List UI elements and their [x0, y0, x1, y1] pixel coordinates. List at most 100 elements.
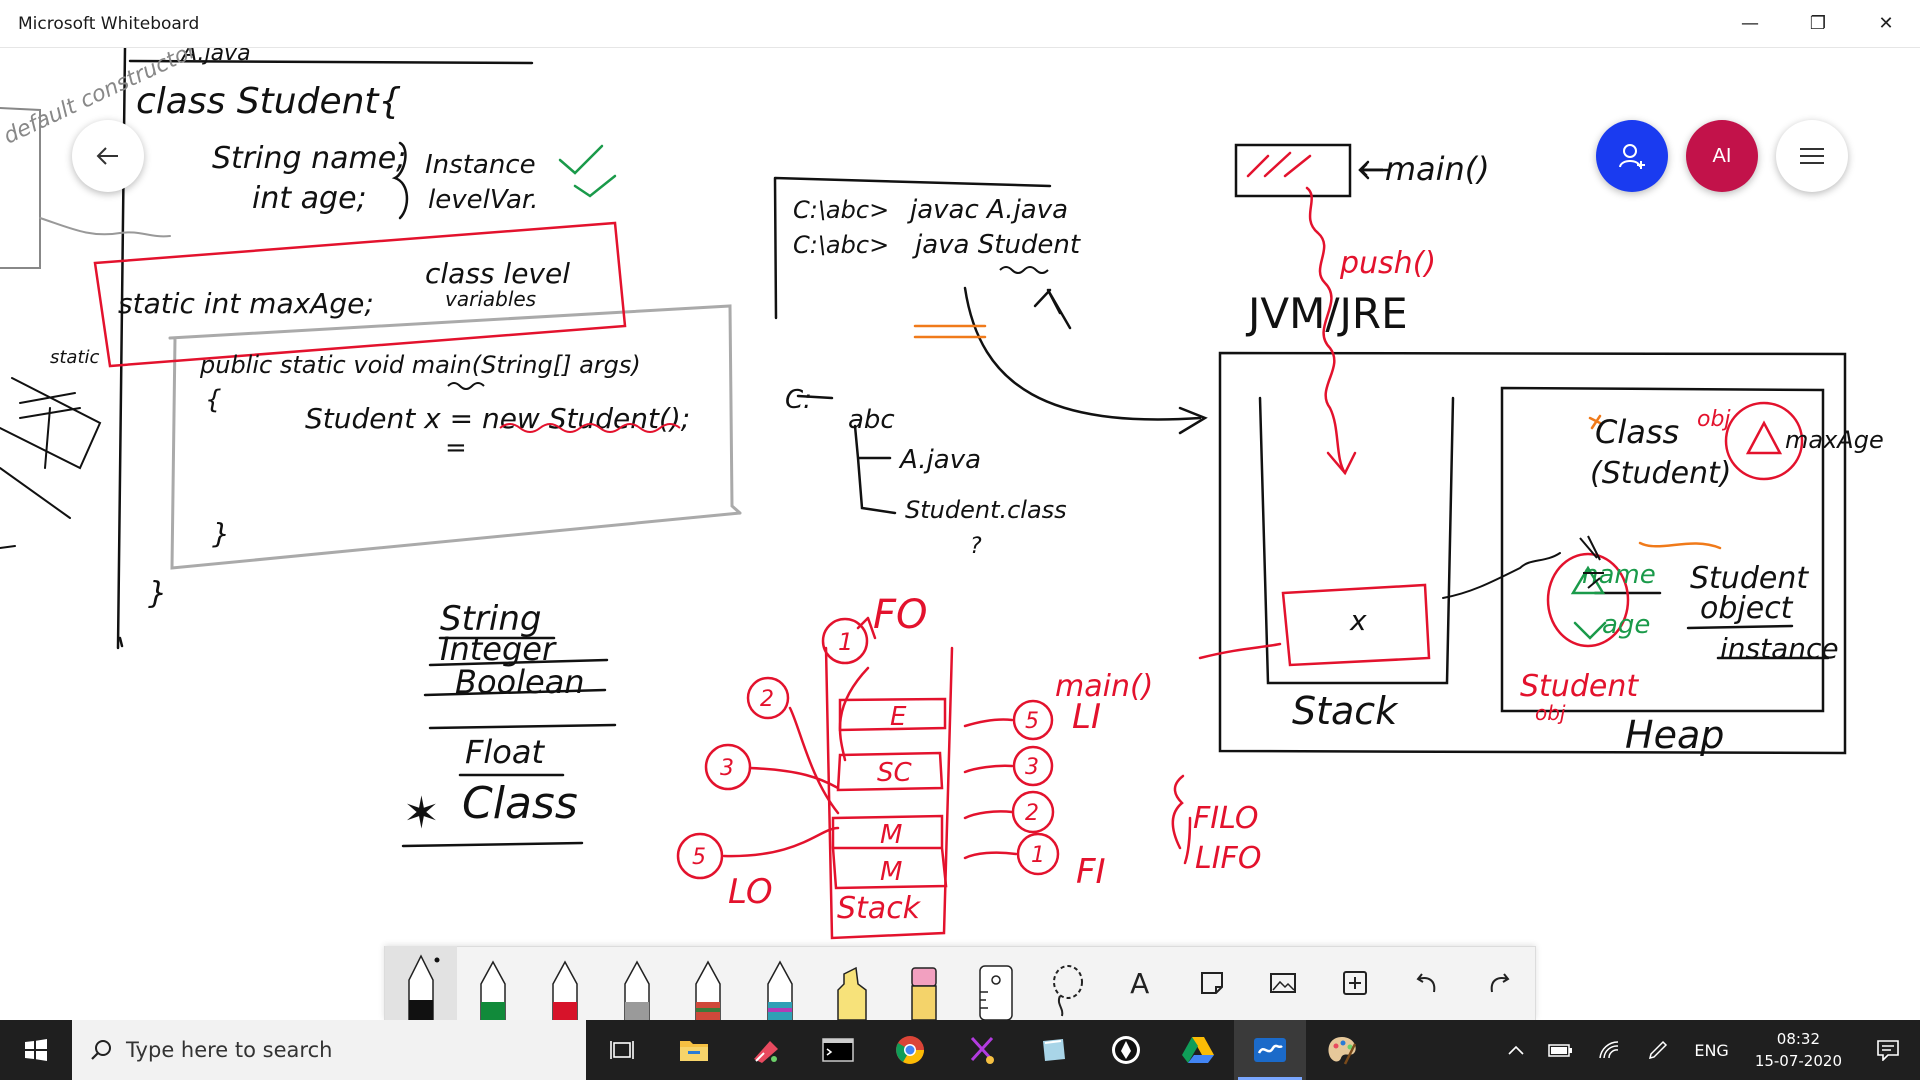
restore-button[interactable]: ❐ — [1809, 13, 1827, 34]
svg-text:Student: Student — [1690, 561, 1809, 596]
scissors-icon — [970, 1036, 994, 1064]
svg-text:1: 1 — [838, 628, 853, 656]
lasso-tool[interactable] — [1032, 946, 1104, 1020]
svg-text:String name;: String name; — [212, 141, 406, 176]
svg-text:LIFO: LIFO — [1195, 841, 1261, 876]
pen-grey-tool[interactable] — [601, 946, 673, 1020]
chrome-icon — [896, 1036, 924, 1064]
svg-text:Student.class: Student.class — [905, 496, 1067, 524]
image-icon — [1270, 973, 1297, 993]
svg-text:String: String — [440, 599, 541, 639]
undo-button[interactable] — [1391, 946, 1463, 1020]
sticky-notes-icon — [1043, 1039, 1065, 1061]
svg-text:Float: Float — [465, 733, 545, 771]
clock[interactable]: 08:32 15-07-2020 — [1741, 1020, 1856, 1080]
pen-galaxy-tool[interactable] — [673, 946, 745, 1020]
minimize-button[interactable]: — — [1741, 13, 1759, 34]
close-button[interactable]: ✕ — [1878, 13, 1894, 34]
pen-green-tool[interactable] — [457, 946, 529, 1020]
svg-text:FILO: FILO — [1193, 801, 1259, 836]
svg-text:Stack: Stack — [1292, 689, 1399, 733]
title-bar: Microsoft Whiteboard — ❐ ✕ — [0, 0, 1920, 48]
redo-button[interactable] — [1463, 946, 1535, 1020]
ruler-tool[interactable] — [960, 946, 1032, 1020]
svg-text:Student x = new Student();: Student x = new Student(); — [305, 402, 690, 435]
task-view-button[interactable] — [586, 1020, 658, 1080]
invite-button[interactable] — [1596, 120, 1668, 192]
paint-app-button[interactable] — [730, 1020, 802, 1080]
snipping-tool-button[interactable] — [946, 1020, 1018, 1080]
search-placeholder: Type here to search — [126, 1038, 333, 1062]
svg-text:LI: LI — [1072, 697, 1101, 737]
text-tool[interactable]: A — [1104, 946, 1176, 1020]
inkscape-button[interactable] — [1090, 1020, 1162, 1080]
add-icon — [1343, 971, 1368, 995]
pen-workspace-button[interactable] — [1634, 1020, 1682, 1080]
pen-green-icon — [480, 960, 506, 1020]
code-panel-top-line — [128, 59, 534, 65]
undo-icon — [1416, 973, 1436, 993]
svg-text:1: 1 — [1031, 843, 1045, 868]
task-view-icon — [610, 1041, 634, 1059]
insert-tool[interactable] — [1319, 946, 1391, 1020]
svg-text:Instance: Instance — [425, 150, 536, 180]
svg-text:FI: FI — [1076, 852, 1106, 892]
language-indicator[interactable]: ENG — [1694, 1040, 1729, 1060]
hamburger-icon — [1800, 148, 1824, 164]
pen-icon — [1649, 1040, 1668, 1060]
svg-text:maxAge: maxAge — [1785, 426, 1884, 454]
paint3d-icon — [754, 1041, 778, 1063]
start-button[interactable] — [0, 1020, 72, 1080]
wifi-icon — [1599, 1041, 1619, 1059]
svg-text:=: = — [445, 433, 467, 463]
notifications-button[interactable] — [1856, 1020, 1920, 1080]
svg-text:FO: FO — [873, 592, 928, 638]
whiteboard-canvas[interactable]: A.java default constructor class Student… — [0, 48, 1920, 1018]
pen-grey-icon — [623, 960, 650, 1020]
svg-text:Integer: Integer — [440, 630, 557, 668]
palette-icon — [1328, 1037, 1357, 1065]
arrow-left-icon — [96, 147, 118, 165]
add-person-icon — [1619, 144, 1645, 169]
google-drive-button[interactable] — [1162, 1020, 1234, 1080]
svg-text:class Student{: class Student{ — [136, 81, 401, 122]
sticky-notes-button[interactable] — [1018, 1020, 1090, 1080]
highlighter-icon — [837, 966, 867, 1020]
svg-text:x: x — [1349, 604, 1367, 637]
file-explorer-button[interactable] — [658, 1020, 730, 1080]
paint-palette-button[interactable] — [1306, 1020, 1378, 1080]
pen-black-tool[interactable] — [385, 946, 457, 1020]
settings-menu-button[interactable] — [1776, 120, 1848, 192]
svg-text:obj: obj — [1535, 701, 1566, 725]
pen-teal-tool[interactable] — [744, 946, 816, 1020]
svg-text:3: 3 — [720, 756, 734, 781]
taskbar-search-box[interactable]: Type here to search — [72, 1020, 586, 1080]
clock-time: 08:32 — [1776, 1030, 1821, 1048]
note-icon — [1200, 972, 1223, 994]
highlighter-tool[interactable] — [816, 946, 888, 1020]
pen-nib-icon — [1112, 1036, 1140, 1064]
network-button[interactable] — [1586, 1020, 1634, 1080]
pen-red-tool[interactable] — [529, 946, 601, 1020]
eraser-tool[interactable] — [888, 946, 960, 1020]
user-avatar[interactable]: AI — [1686, 120, 1758, 192]
svg-text:main(): main() — [1055, 669, 1153, 704]
whiteboard-taskbar-button[interactable] — [1234, 1020, 1306, 1080]
text-tool-label: A — [1130, 966, 1150, 1000]
terminal-button[interactable] — [802, 1020, 874, 1080]
svg-text:static int maxAge;: static int maxAge; — [118, 287, 374, 320]
svg-text:2: 2 — [1025, 801, 1039, 826]
svg-text:abc: abc — [848, 405, 895, 435]
show-hidden-icons-button[interactable] — [1496, 1020, 1536, 1080]
svg-text:Class: Class — [462, 778, 578, 829]
sticky-note-tool[interactable] — [1176, 946, 1248, 1020]
pen-teal-icon — [767, 960, 794, 1020]
back-button[interactable] — [72, 120, 144, 192]
svg-text:{: { — [205, 385, 222, 415]
svg-text:M: M — [880, 820, 902, 850]
svg-text:Stack: Stack — [837, 891, 922, 926]
svg-text:Student: Student — [1520, 669, 1639, 704]
battery-button[interactable] — [1536, 1020, 1586, 1080]
image-tool[interactable] — [1248, 946, 1320, 1020]
chrome-button[interactable] — [874, 1020, 946, 1080]
